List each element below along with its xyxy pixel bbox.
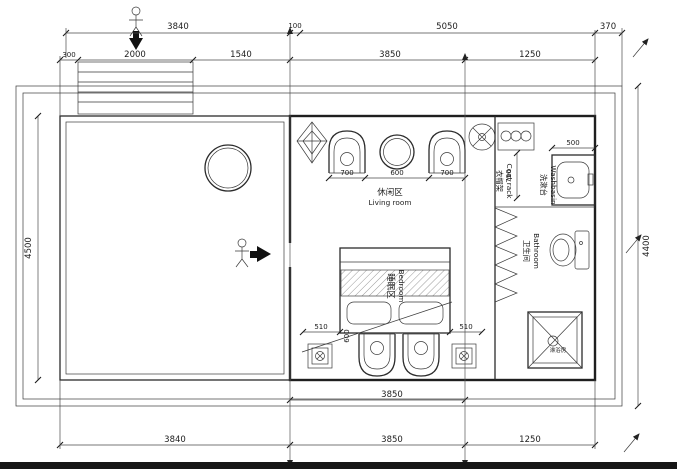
dim-1540: 1540: [230, 50, 252, 60]
dim-right: [634, 82, 642, 410]
living-room-label-zh: 休闲区: [377, 187, 403, 198]
coat-rack: [497, 122, 535, 151]
living-chair-left: [328, 130, 366, 174]
dim-3850-bottom2: 3850: [381, 435, 403, 445]
dim-5050-top: 5050: [436, 22, 458, 32]
shower: [527, 311, 583, 369]
coat-rack-label-zh: 衣帽架: [495, 170, 504, 192]
dim-370-top: 370: [600, 22, 616, 32]
dim-510-left: 510: [314, 323, 327, 331]
living-room-label-en: Living room: [369, 198, 412, 207]
bed-chair-left: [358, 333, 396, 377]
compass-arrow-middle: [625, 234, 642, 254]
pillow-right: [398, 301, 444, 325]
dim-2000: 2000: [124, 50, 146, 60]
dim-750-basin: 750: [505, 169, 513, 182]
deck-round-table: [204, 144, 252, 192]
dim-600-mid: 600: [390, 169, 403, 177]
dim-row-bottom1: [286, 396, 469, 404]
dim-3840-bottom: 3840: [164, 435, 186, 445]
dim-600-bed: 600: [343, 329, 351, 342]
dim-700-left: 700: [340, 169, 353, 177]
ceiling-fan-icon: [468, 123, 496, 151]
dim-3840-top: 3840: [167, 22, 189, 32]
nightstand-left: [307, 343, 333, 369]
compass-arrow-top: [632, 38, 649, 58]
dim-washbasin: [513, 144, 599, 202]
toilet: [549, 230, 590, 270]
dim-4500-left: 4500: [24, 237, 34, 259]
bed-chair-right: [402, 333, 440, 377]
entrance-person-icon: [129, 6, 143, 37]
washbasin-fixture: [551, 154, 596, 206]
bathroom-label-zh: 卫生间: [522, 240, 531, 262]
bottom-bar: [0, 462, 677, 469]
extension-lines: [59, 28, 623, 449]
dim-living-seats: [325, 174, 469, 182]
coat-rack-label-en: Coat rack: [505, 164, 514, 200]
nightstand-right: [451, 343, 477, 369]
living-chair-right: [428, 130, 466, 174]
dim-4400-right: 4400: [642, 235, 652, 257]
deck-arrow-icon: [250, 246, 271, 262]
kite-decor: [296, 121, 328, 164]
dim-100-top: 100: [288, 22, 301, 30]
living-table: [379, 134, 415, 170]
washbasin-label-zh: 洗漱台: [539, 174, 548, 196]
washbasin-label-en: Washbasin: [549, 165, 558, 204]
stairs: [77, 61, 194, 115]
bedroom-label-en: Bedroom: [397, 269, 406, 302]
dim-300: 300: [62, 51, 75, 59]
dim-700-right: 700: [440, 169, 453, 177]
entrance-arrow-icon: [129, 31, 143, 50]
deck-person-icon: [235, 238, 249, 268]
dim-3850-bottom1: 3850: [381, 390, 403, 400]
wardrobe-zigzag: [494, 207, 518, 303]
bedroom-label-zh: 睡眠区: [385, 273, 395, 299]
dim-left: [34, 112, 42, 384]
pillow-left: [346, 301, 392, 325]
dim-1250-top: 1250: [519, 50, 541, 60]
bed: [339, 247, 451, 334]
dim-row-bottom2: [56, 441, 599, 449]
dim-500-basin: 500: [566, 139, 579, 147]
shower-label-zh: 淋浴房: [550, 346, 567, 354]
dim-1250-bottom: 1250: [519, 435, 541, 445]
compass-arrows: [623, 38, 649, 453]
dim-row-top1: [62, 29, 626, 37]
dim-3850-top: 3850: [379, 50, 401, 60]
site-boundary: [15, 85, 623, 407]
compass-arrow-bottom: [623, 433, 640, 453]
deck: [59, 115, 291, 381]
bathroom-label-en: Bathroom: [532, 233, 541, 269]
bed-blanket: [340, 269, 450, 297]
dim-510-right: 510: [459, 323, 472, 331]
